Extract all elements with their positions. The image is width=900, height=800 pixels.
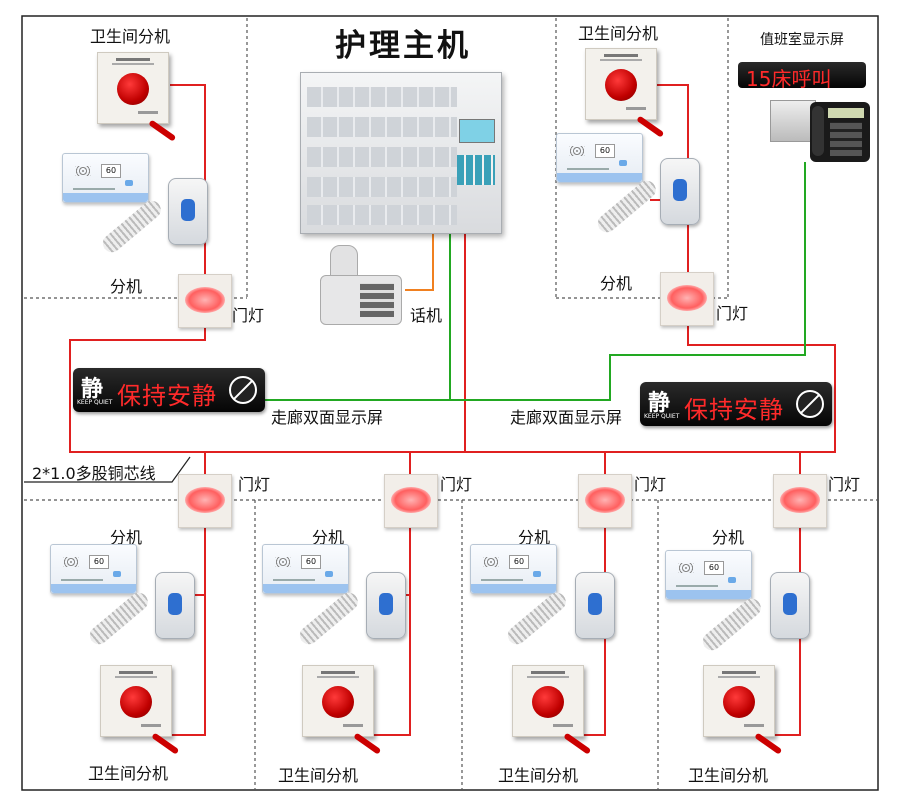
call-handset-icon [575, 572, 615, 639]
no-smoking-icon [796, 390, 824, 418]
no-smoking-icon [229, 376, 257, 404]
call-handset-icon [660, 158, 700, 225]
green-host-wires [265, 162, 806, 401]
door-light-icon [178, 274, 232, 328]
host-screen-icon [459, 119, 495, 143]
door-light-label-top-right: 门灯 [716, 304, 749, 323]
door-light-label-b3: 门灯 [634, 475, 667, 494]
door-light-label-b4: 门灯 [828, 475, 861, 494]
bed-unit-label-b1: 分机 [110, 528, 143, 547]
door-light-icon [384, 474, 438, 528]
bedside-unit-icon: 60 [262, 544, 349, 594]
emergency-push-button-icon [512, 665, 592, 755]
door-light-icon [773, 474, 827, 528]
bathroom-unit-label-top-left: 卫生间分机 [90, 27, 171, 46]
call-handset-icon [168, 178, 208, 245]
emergency-push-button-icon [302, 665, 382, 755]
door-light-icon [578, 474, 632, 528]
host-keypad-icon [457, 155, 495, 185]
bedside-unit-icon: 60 [556, 133, 643, 183]
duty-telephone-icon [810, 102, 870, 162]
emergency-push-button-icon [100, 665, 180, 755]
duty-display-icon: 15床呼叫 [738, 62, 866, 91]
bathroom-unit-label-b3: 卫生间分机 [498, 766, 579, 785]
bathroom-unit-label-b1: 卫生间分机 [88, 764, 169, 783]
call-handset-icon [366, 572, 406, 639]
outer-border [21, 15, 879, 791]
call-handset-icon [770, 572, 810, 639]
bed-unit-label-b2: 分机 [312, 528, 345, 547]
phone-wire [405, 232, 434, 291]
emergency-push-button-icon [97, 52, 177, 142]
corridor-display-right: 静 KEEP QUIET 保持安静 [640, 382, 832, 426]
emergency-push-button-icon [585, 48, 665, 138]
door-light-label-b2: 门灯 [440, 475, 473, 494]
phone-label: 话机 [410, 306, 443, 325]
page-title: 护理主机 [335, 28, 471, 64]
telephone-icon [320, 245, 402, 325]
cable-pointer [24, 456, 191, 483]
bathroom-unit-label-b4: 卫生间分机 [688, 766, 769, 785]
cable-label: 2*1.0多股铜芯线 [32, 464, 156, 483]
nurse-host-device [300, 72, 502, 234]
bed-unit-label-b3: 分机 [518, 528, 551, 547]
door-light-icon [660, 272, 714, 326]
door-light-label-top-left: 门灯 [232, 306, 265, 325]
bedside-unit-icon: 60 [470, 544, 557, 594]
emergency-push-button-icon [703, 665, 783, 755]
bathroom-unit-label-b2: 卫生间分机 [278, 766, 359, 785]
bedside-unit-icon: 60 [665, 550, 752, 600]
door-light-icon [178, 474, 232, 528]
bathroom-unit-label-top-right: 卫生间分机 [578, 24, 659, 43]
bedside-unit-icon: 60 [62, 153, 149, 203]
display-stand-icon [770, 100, 816, 142]
door-light-label-b1: 门灯 [238, 475, 271, 494]
bed-unit-label-top-right: 分机 [600, 274, 633, 293]
bed-unit-label-b4: 分机 [712, 528, 745, 547]
corridor-display-left: 静 KEEP QUIET 保持安静 [73, 368, 265, 412]
bed-unit-label-top-left: 分机 [110, 277, 143, 296]
bedside-unit-icon: 60 [50, 544, 137, 594]
corridor-display-label-right: 走廊双面显示屏 [510, 408, 623, 427]
call-handset-icon [155, 572, 195, 639]
duty-display-label: 值班室显示屏 [760, 32, 844, 48]
corridor-display-label-left: 走廊双面显示屏 [271, 408, 384, 427]
